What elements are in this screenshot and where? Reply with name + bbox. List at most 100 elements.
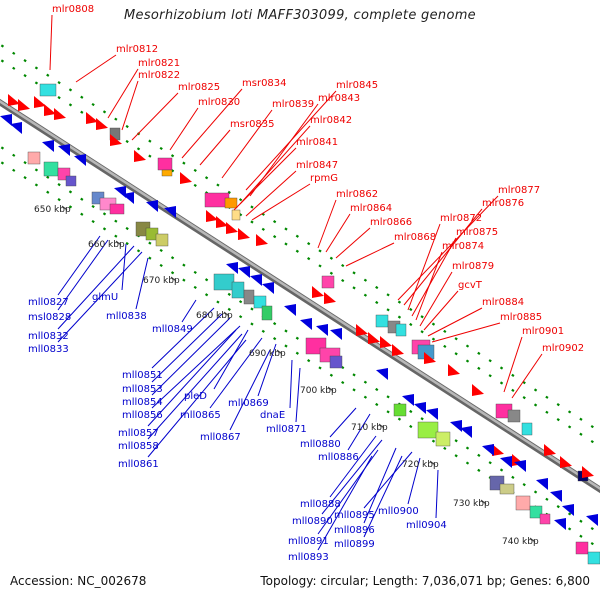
forward-gene-label: mlr0879 (452, 261, 494, 272)
scale-tick-mark (170, 276, 177, 282)
forward-gene-label: mlr0877 (498, 185, 540, 196)
forward-label-connector (397, 195, 499, 301)
reverse-gene-block (515, 495, 531, 511)
forward-gene-block (507, 409, 521, 423)
reverse-gene-label: dnaE (260, 410, 285, 421)
forward-gene-label: msr0835 (230, 119, 275, 130)
forward-label-connector (49, 14, 53, 71)
reverse-label-connector (209, 337, 263, 409)
forward-gene-label: rpmG (310, 173, 338, 184)
forward-label-connector (335, 227, 371, 259)
reverse-gene-label: mll0854 (122, 397, 163, 408)
forward-gene-block (224, 197, 238, 209)
forward-label-connector (345, 242, 395, 267)
reverse-gene-arrow (10, 122, 22, 134)
forward-label-connector (245, 170, 297, 217)
forward-gene-arrow (324, 292, 336, 304)
reverse-gene-label: mll0886 (318, 452, 359, 463)
reverse-gene-label: mll0833 (28, 344, 69, 355)
forward-gene-label: mlr0812 (116, 44, 158, 55)
reverse-gene-arrow (42, 140, 54, 152)
forward-label-connector (511, 353, 543, 399)
forward-gene-arrow (448, 364, 460, 376)
reverse-label-connector (147, 339, 247, 458)
reverse-label-connector (435, 469, 439, 519)
reverse-label-connector (57, 235, 101, 296)
forward-gene-arrow (544, 444, 556, 456)
forward-gene-label: mlr0864 (350, 203, 392, 214)
forward-label-connector (503, 336, 523, 393)
forward-label-connector (75, 54, 117, 83)
reverse-label-connector (181, 299, 197, 323)
reverse-gene-arrow (376, 368, 388, 380)
reverse-gene-arrow (122, 192, 134, 204)
reverse-gene-label: mll0899 (334, 539, 375, 550)
reverse-gene-label: mll0851 (122, 370, 163, 381)
reverse-label-connector (135, 257, 149, 310)
scale-tick-mark (529, 537, 536, 543)
forward-gene-arrow (206, 210, 218, 222)
reverse-gene-label: mll0880 (300, 439, 341, 450)
forward-gene-arrow (392, 344, 404, 356)
gene-features (0, 83, 600, 565)
reverse-gene-arrow (238, 266, 250, 278)
page-title: Mesorhizobium loti MAFF303099, complete … (124, 8, 476, 23)
reverse-label-connector (407, 457, 421, 505)
reverse-label-connector (213, 329, 249, 390)
reverse-gene-block (243, 289, 255, 305)
forward-gene-label: mlr0901 (522, 326, 564, 337)
reverse-gene-arrow (562, 504, 574, 516)
forward-label-connector (403, 208, 483, 306)
reverse-label-connector (329, 435, 377, 498)
forward-gene-label: mlr0875 (456, 227, 498, 238)
reverse-gene-arrow (450, 420, 462, 432)
accession-text: Accession: NC_002678 (10, 574, 147, 588)
reverse-gene-arrow (300, 318, 312, 330)
scale-tick-label: 730 kbp (453, 499, 490, 509)
forward-gene-label: mlr0868 (394, 232, 436, 243)
forward-label-connector (199, 129, 231, 166)
forward-gene-arrow (180, 172, 192, 184)
forward-gene-arrow (356, 324, 368, 336)
forward-gene-arrow (54, 108, 66, 120)
forward-gene-arrow (256, 234, 268, 246)
reverse-gene-arrow (330, 328, 342, 340)
reverse-label-connector (147, 329, 237, 427)
reverse-gene-arrow (460, 426, 472, 438)
scale-tick-label: 710 kbp (351, 423, 388, 433)
forward-gene-block (521, 422, 533, 436)
reverse-gene-arrow (482, 444, 494, 456)
forward-gene-label: mlr0842 (310, 115, 352, 126)
scale-tick-label: 650 kbp (34, 205, 71, 215)
reverse-gene-label: msl0828 (28, 312, 71, 323)
reverse-label-connector (317, 455, 373, 551)
scale-ticks (61, 205, 536, 543)
reverse-gene-block (261, 305, 273, 321)
reverse-label-connector (229, 349, 271, 431)
forward-gene-label: msr0834 (242, 78, 287, 89)
reverse-label-connector (363, 455, 403, 538)
forward-gene-label: mlr0885 (500, 312, 542, 323)
reverse-label-connector (295, 367, 301, 423)
reverse-gene-arrow (554, 518, 566, 530)
forward-gene-arrow (34, 96, 46, 108)
reverse-gene-block (499, 483, 515, 495)
forward-gene-arrow (86, 112, 98, 124)
reverse-gene-block (539, 513, 551, 525)
forward-gene-arrow (312, 286, 324, 298)
forward-gene-block (161, 169, 173, 177)
forward-label-connector (181, 88, 243, 159)
forward-label-connector (107, 68, 139, 119)
forward-gene-arrow (380, 336, 392, 348)
scale-tick-mark (429, 460, 436, 466)
forward-gene-label: mlr0825 (178, 82, 220, 93)
reverse-gene-arrow (414, 402, 426, 414)
reverse-gene-block (27, 151, 41, 165)
forward-gene-label: mlr0821 (138, 58, 180, 69)
backbone (0, 98, 600, 494)
reverse-gene-arrow (514, 460, 526, 472)
reverse-gene-arrow (536, 478, 548, 490)
forward-gene-label: mlr0845 (336, 80, 378, 91)
forward-label-connector (131, 92, 179, 141)
forward-gene-block (321, 275, 335, 289)
